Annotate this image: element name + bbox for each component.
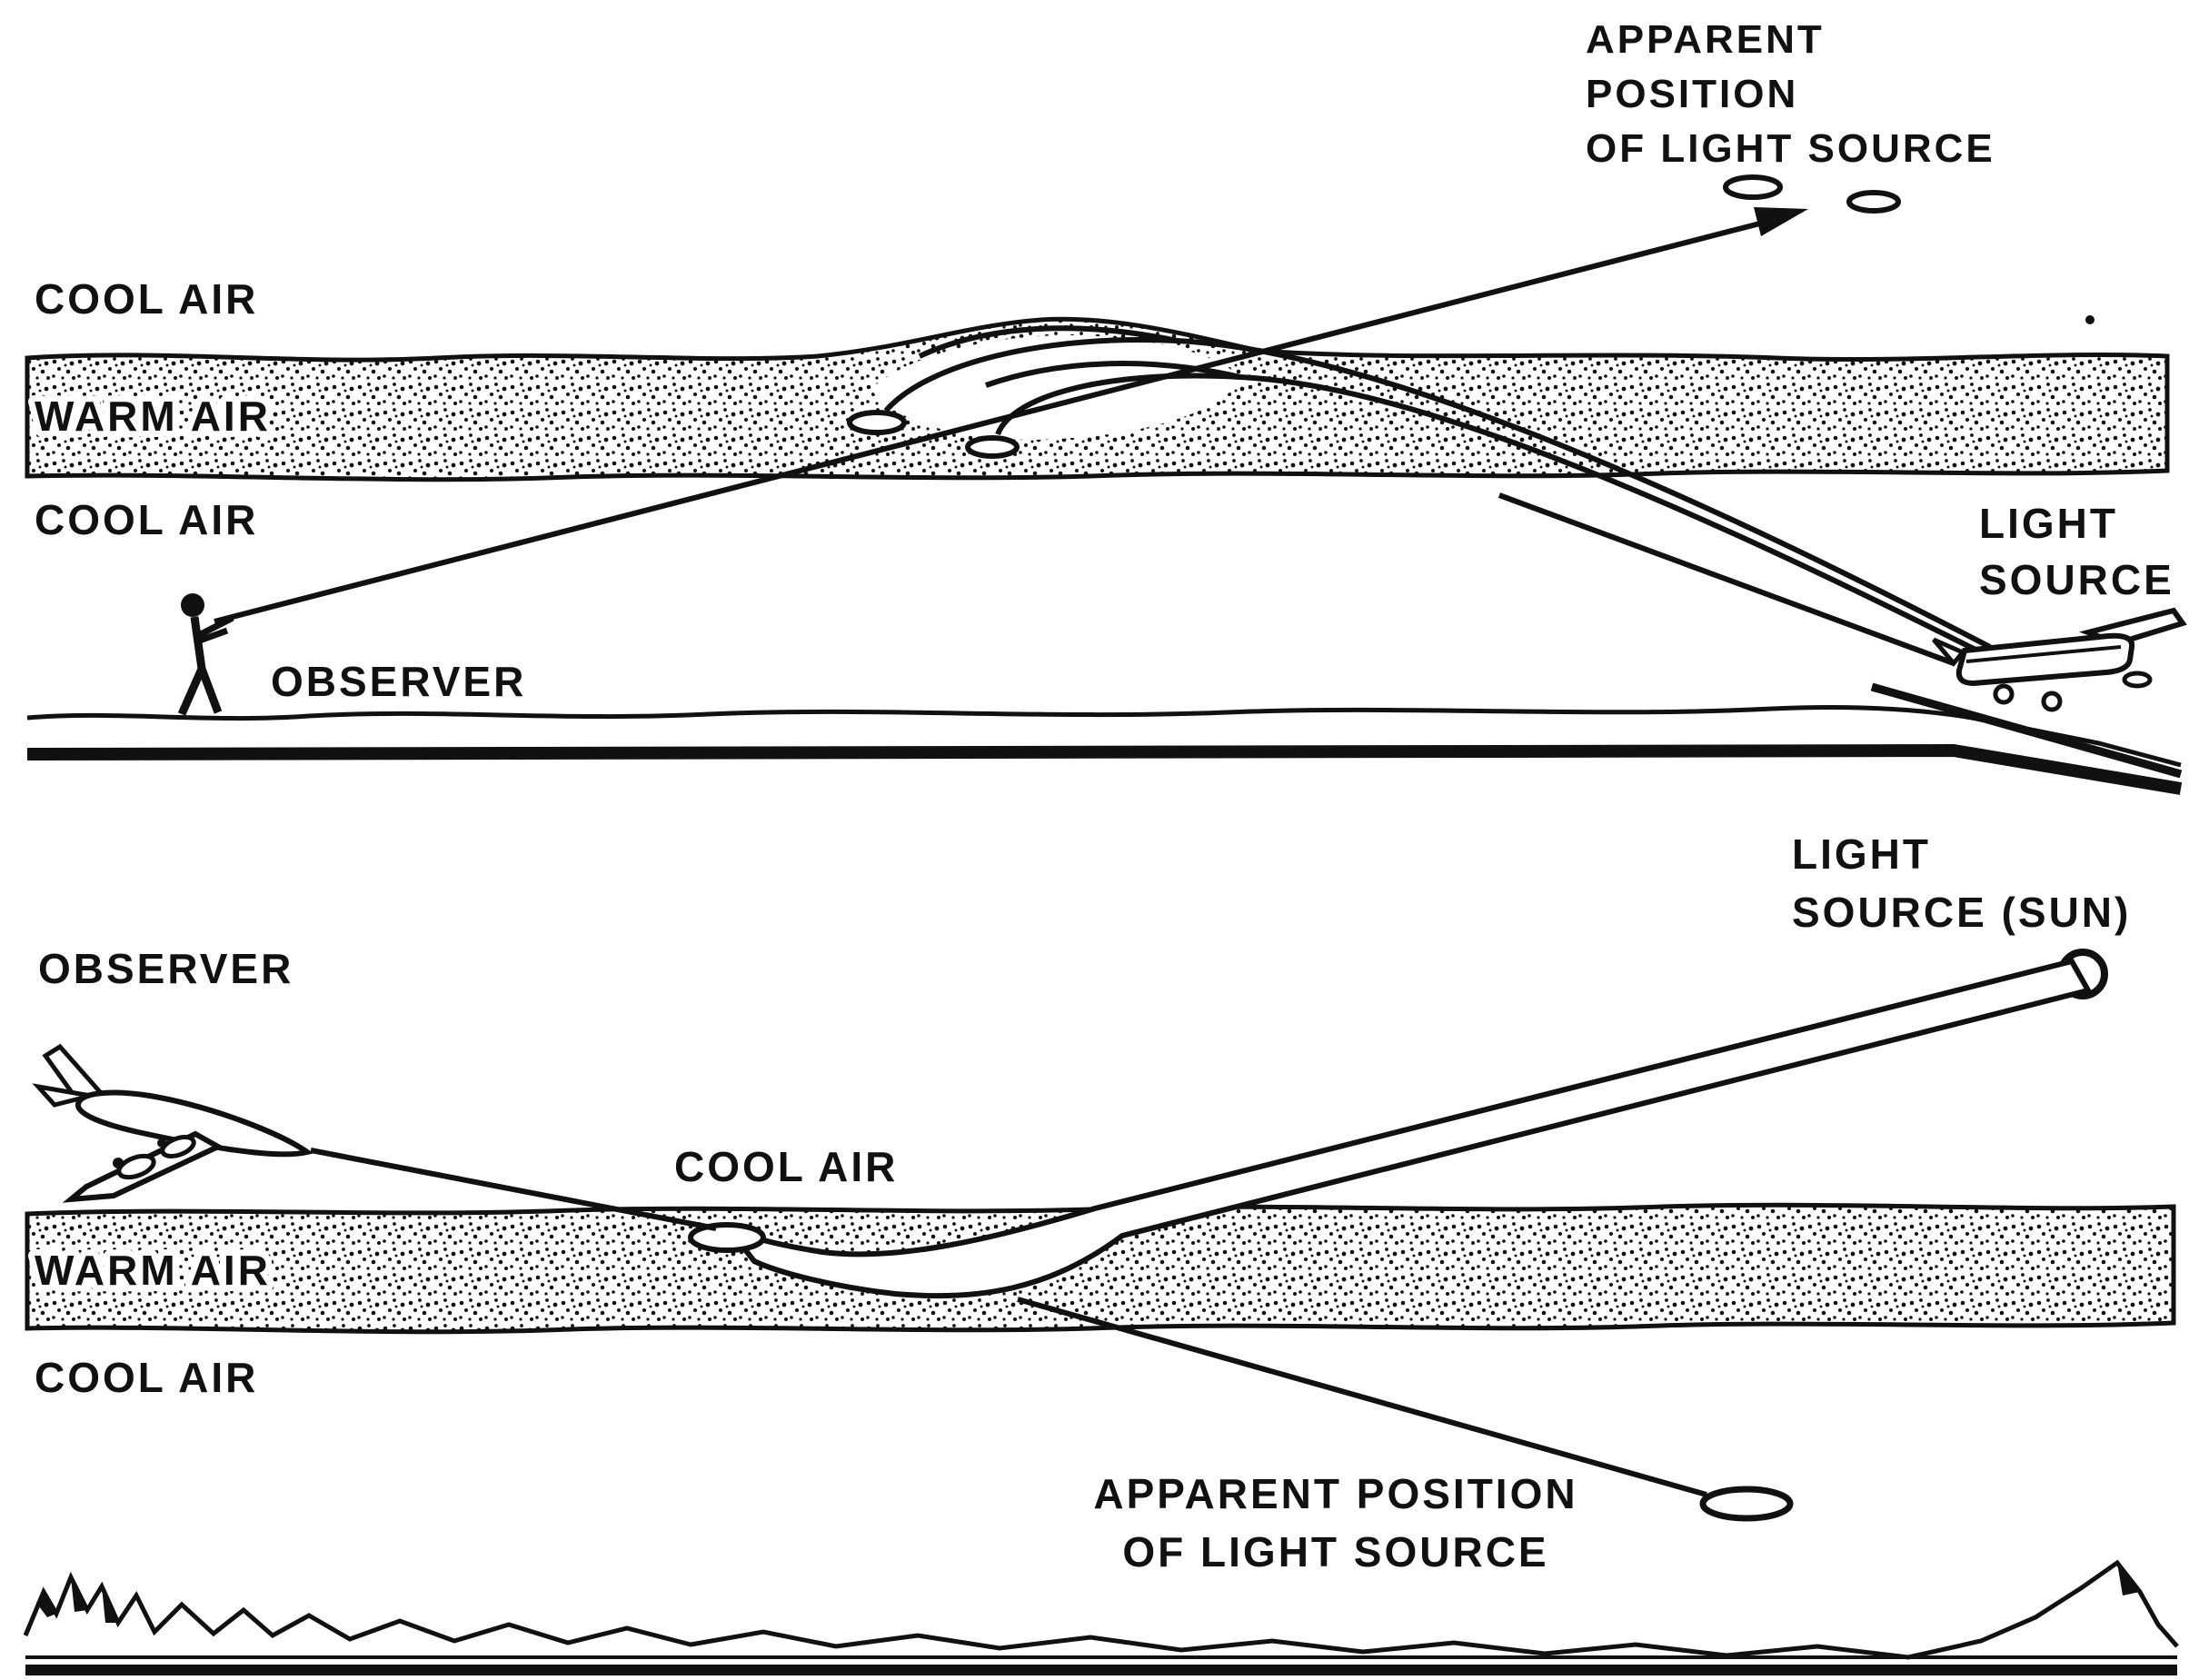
label-cool-air-below: COOL AIR xyxy=(35,1354,258,1401)
label-cool-air-lower: COOL AIR xyxy=(35,496,258,543)
label-apparent-position-line1: APPARENT POSITION xyxy=(1093,1470,1577,1517)
label-apparent-position-line2: POSITION xyxy=(1586,72,1798,116)
observer-airplane xyxy=(32,1043,314,1203)
aircraft-fuselage xyxy=(1955,632,2135,687)
airplane-engine xyxy=(116,1153,156,1180)
label-warm-air: WARM AIR xyxy=(35,1247,271,1294)
apparent-position-line xyxy=(1017,1297,1707,1497)
label-cool-air-upper: COOL AIR xyxy=(35,275,258,323)
aircraft-wheel xyxy=(1993,683,2015,705)
label-light-source-sun-line1: LIGHT xyxy=(1792,830,1931,878)
label-apparent-position-line2: OF LIGHT SOURCE xyxy=(1122,1528,1548,1576)
airplane-stabilizer xyxy=(32,1083,92,1108)
airplane-propeller xyxy=(157,1138,166,1148)
apparent-source-ellipse xyxy=(1723,174,1783,200)
label-light-source-line1: LIGHT xyxy=(1979,500,2118,547)
runway-ramp xyxy=(1870,682,2183,779)
label-apparent-position-line3: OF LIGHT SOURCE xyxy=(1586,126,1995,171)
label-cool-air-above: COOL AIR xyxy=(674,1143,898,1190)
bottom-panel: OBSERVER LIGHT SOURCE (SUN) COOL AIR WAR… xyxy=(23,830,2179,1675)
sight-line-arrow xyxy=(214,215,1782,624)
aircraft-engine xyxy=(2122,671,2153,689)
label-observer: OBSERVER xyxy=(271,658,526,705)
label-apparent-position-line1: APPARENT xyxy=(1586,17,1825,62)
label-light-source-sun-line2: SOURCE (SUN) xyxy=(1792,889,2131,936)
mountain-shaded-facet xyxy=(2117,1563,2140,1596)
airplane-propeller xyxy=(113,1158,124,1168)
top-panel: APPARENT POSITION OF LIGHT SOURCE COOL A… xyxy=(25,17,2187,795)
label-warm-air: WARM AIR xyxy=(35,393,271,440)
ground-baseline xyxy=(26,743,2183,795)
label-light-source-line2: SOURCE xyxy=(1979,556,2174,603)
sun-beam xyxy=(724,958,2093,1299)
warm-air-layer-bottom-panel xyxy=(25,1202,2176,1335)
mountain-range xyxy=(23,1559,2179,1660)
sight-line-to-airplane xyxy=(310,1148,717,1231)
apparent-source-ellipse xyxy=(1699,1486,1794,1522)
ray-tunnel-clear-area xyxy=(871,334,1241,440)
ray-bend-point-ellipse xyxy=(965,435,1020,459)
label-observer: OBSERVER xyxy=(38,945,294,992)
refracted-light-rays xyxy=(883,325,2001,666)
mountain-shaded-facet xyxy=(71,1577,87,1612)
airplane-engine xyxy=(160,1135,196,1158)
arrowhead xyxy=(1754,207,1808,236)
bottom-rule-thick xyxy=(25,1665,2177,1675)
aircraft-tail xyxy=(1932,637,1967,667)
mountain-shaded-facet xyxy=(102,1586,118,1623)
observer-figure xyxy=(177,593,234,716)
aircraft-wheel xyxy=(2041,691,2063,712)
stray-mark xyxy=(2085,315,2094,324)
ray-bend-point-ellipse xyxy=(847,410,907,435)
ground-line xyxy=(26,704,2182,768)
beam-exit-ellipse xyxy=(688,1222,766,1253)
mountain-shaded-facet xyxy=(36,1592,56,1617)
light-source-aircraft xyxy=(1932,607,2187,712)
apparent-source-ellipse xyxy=(1846,190,1901,214)
